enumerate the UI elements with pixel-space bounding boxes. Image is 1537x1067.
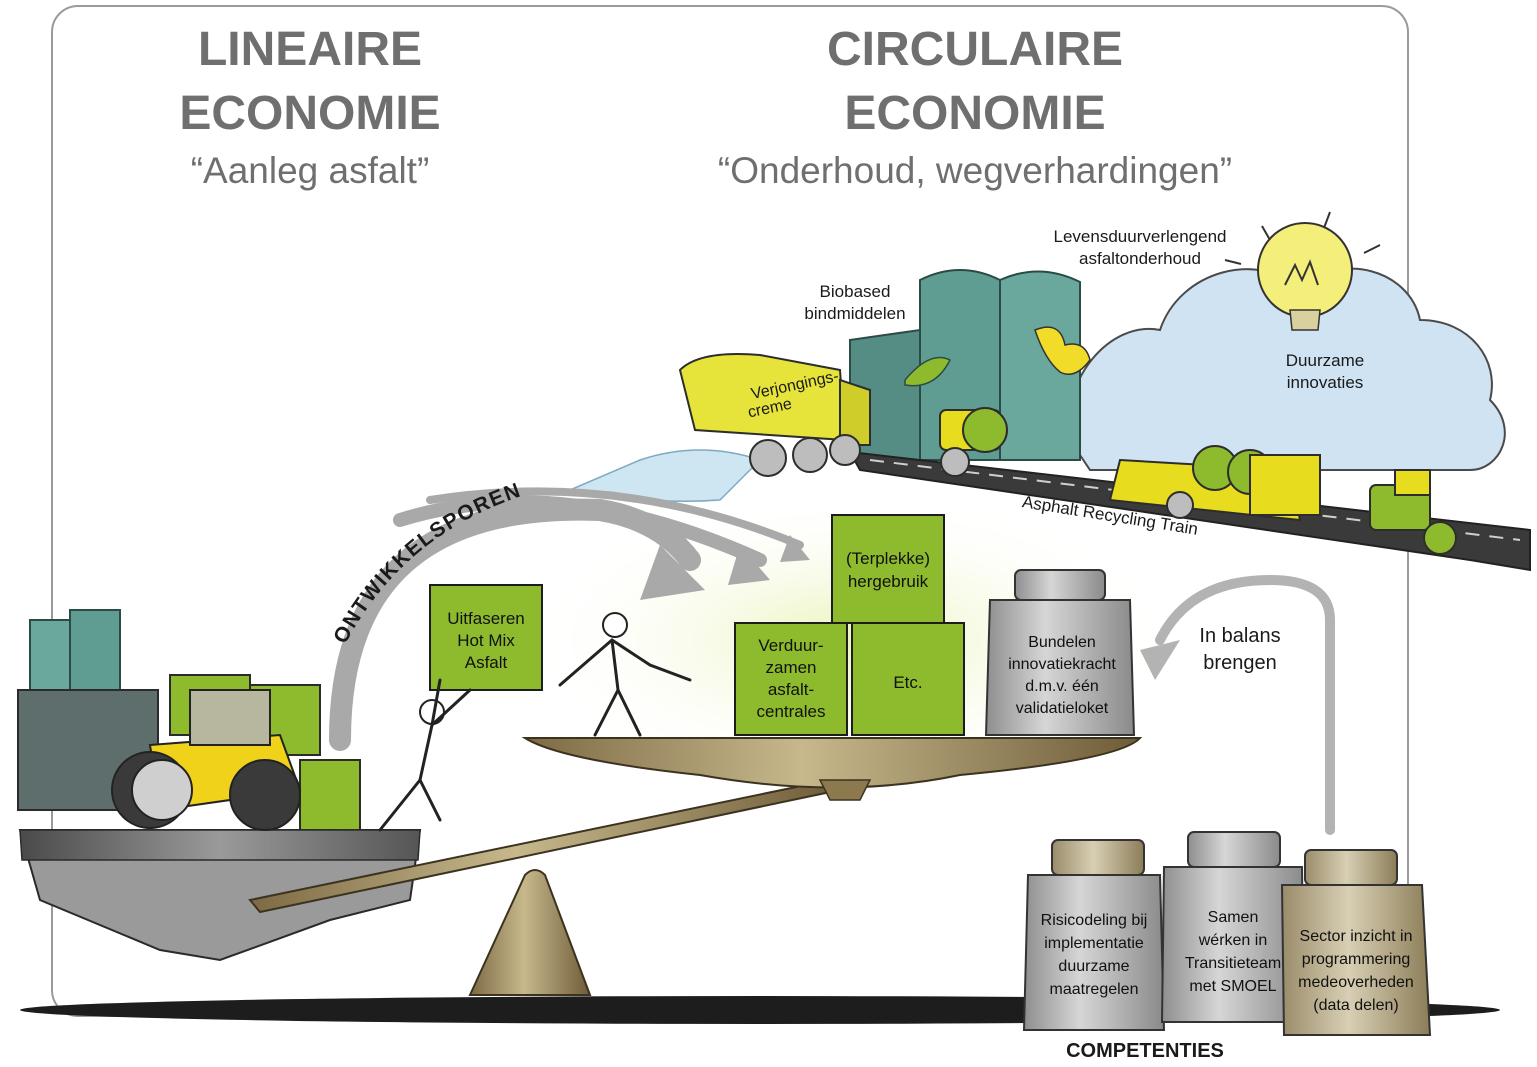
title-circular-line1: CIRCULAIRE — [827, 23, 1123, 76]
label-sustainable-2: innovaties — [1286, 373, 1364, 392]
butterfly-icon — [1034, 326, 1091, 375]
weight-innovation-line1: Bundelen — [1028, 634, 1096, 651]
weight-innovation-line2: innovatiekracht — [1008, 656, 1116, 673]
recycling-train — [939, 407, 1457, 555]
title-linear-line2: ECONOMIE — [179, 87, 441, 140]
weight-risk-line1: Risicodeling bij — [1040, 912, 1148, 929]
box-sustainable-line4: centrales — [756, 702, 826, 721]
box-reuse — [831, 514, 945, 624]
label-life-extending-1: Levensduurverlengend — [1053, 227, 1227, 246]
balance-arrow — [1155, 574, 1335, 835]
label-life-extending-2: asfaltonderhoud — [1079, 249, 1201, 268]
lightbulb-icon — [1224, 211, 1381, 331]
person-left — [378, 678, 472, 832]
weight-innovation-line3: d.m.v. één — [1025, 678, 1099, 695]
subtitle-linear: “Aanleg asfalt” — [190, 150, 430, 191]
box-phase-out-line3: Asfalt — [464, 653, 508, 672]
label-balance-1: In balans — [1199, 625, 1281, 647]
weight-sector-line4: (data delen) — [1313, 997, 1399, 1014]
weight-sector-line3: medeoverheden — [1298, 974, 1414, 991]
box-sustainable-line3: asfalt- — [767, 680, 815, 699]
box-reuse-line1: (Terplekke) — [845, 549, 931, 568]
box-sustainable-plants — [734, 622, 848, 736]
weight-team — [1160, 831, 1306, 1023]
label-biobased-2: bindmiddelen — [804, 304, 906, 323]
box-reuse-line2: hergebruik — [847, 572, 929, 591]
box-phase-out — [429, 584, 543, 691]
weight-sector — [1280, 849, 1432, 1036]
box-phase-out-line2: Hot Mix — [457, 631, 515, 650]
subtitle-circular: “Onderhoud, wegverhardingen” — [717, 150, 1233, 191]
development-arrow-1 — [329, 498, 701, 751]
road-roller — [111, 689, 302, 831]
box-sustainable-line2: zamen — [765, 658, 817, 677]
tanker-truck — [678, 353, 871, 477]
title-circular-line2: ECONOMIE — [844, 87, 1106, 140]
weight-team-line2: wérken in — [1198, 932, 1268, 949]
box-sustainable-line1: Verduur- — [758, 636, 824, 655]
weight-innovation-line4: validatieloket — [1015, 700, 1109, 717]
person-right — [558, 612, 692, 737]
weight-risk-line3: duurzame — [1058, 958, 1130, 975]
title-linear-line1: LINEAIRE — [197, 23, 422, 76]
development-arrow-2 — [393, 495, 767, 567]
weight-team-line3: Transitieteam — [1184, 955, 1282, 972]
label-biobased-1: Biobased — [819, 282, 891, 301]
weight-risk-line4: maatregelen — [1049, 981, 1139, 998]
box-etc-label: Etc. — [893, 673, 923, 692]
scale-fulcrum — [468, 869, 592, 996]
box-phase-out-line1: Uitfaseren — [447, 609, 525, 628]
weight-team-line1: Samen — [1207, 909, 1259, 926]
development-arrow-3 — [426, 487, 804, 549]
weight-innovation — [984, 569, 1136, 736]
weight-sector-line1: Sector inzicht in — [1299, 928, 1413, 945]
box-etc — [851, 622, 965, 736]
weight-risk — [1022, 839, 1166, 1031]
weight-risk-line2: implementatie — [1044, 935, 1144, 952]
label-balance-2: brengen — [1203, 652, 1277, 674]
weight-sector-line2: programmering — [1301, 951, 1411, 968]
weight-team-line4: met SMOEL — [1189, 978, 1277, 995]
label-sustainable-1: Duurzame — [1285, 351, 1365, 370]
label-competencies: COMPETENTIES — [1066, 1040, 1224, 1062]
